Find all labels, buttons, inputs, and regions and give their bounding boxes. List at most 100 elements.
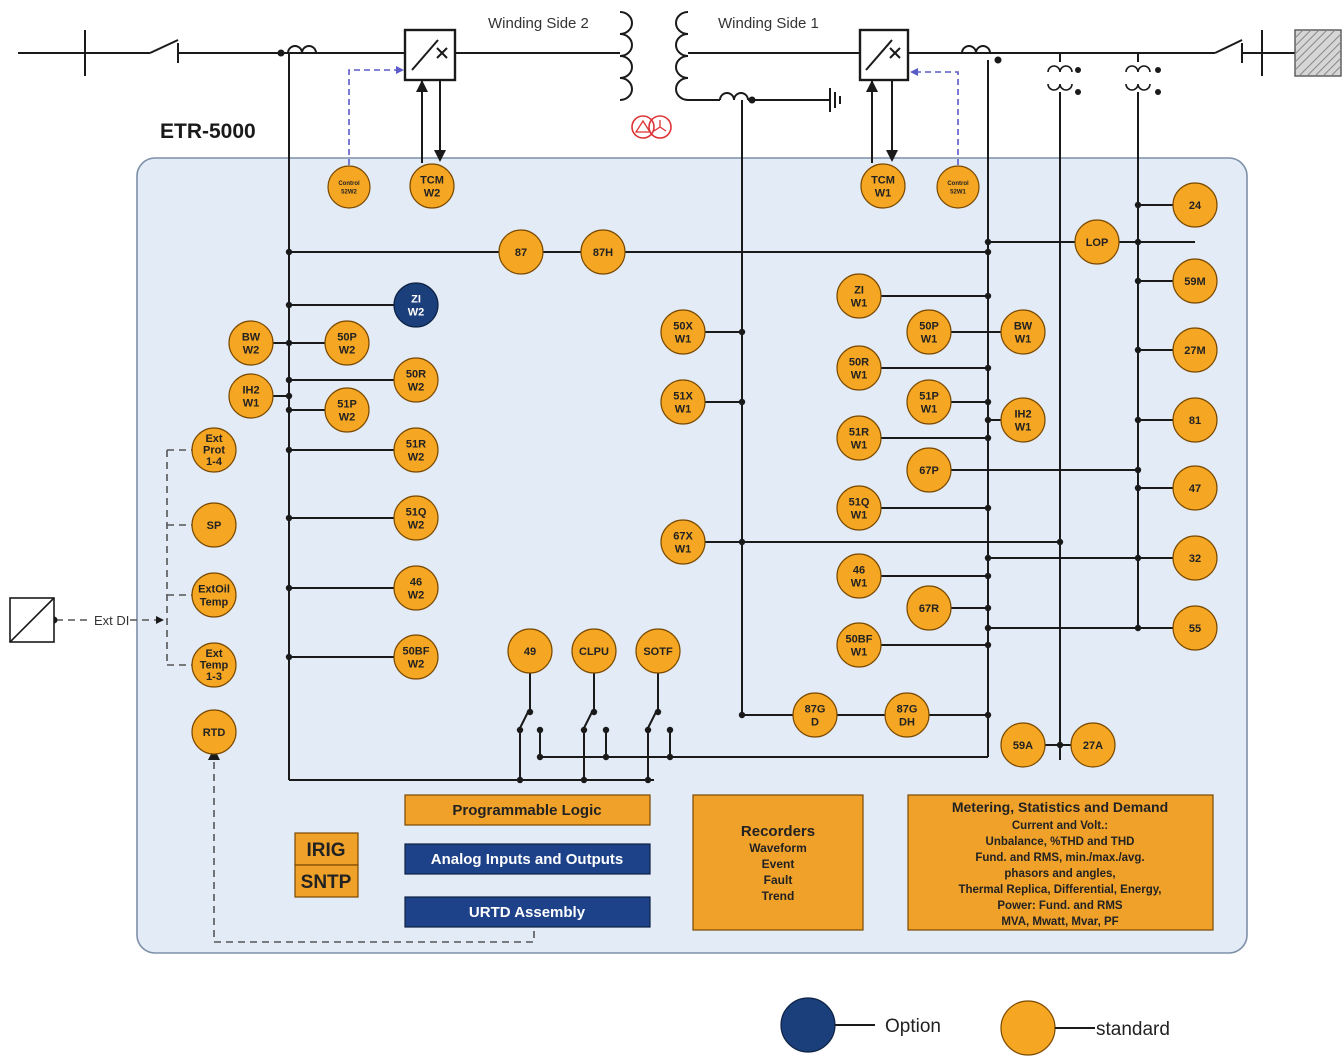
- junction-dot: [1056, 538, 1064, 546]
- relay-label: LOP: [1086, 237, 1109, 249]
- metering-line: Unbalance, %THD and THD: [986, 836, 1135, 848]
- relay-label: 1-4: [206, 456, 223, 468]
- junction-dot: [984, 248, 992, 256]
- relay-sotf: SOTF: [635, 628, 681, 674]
- relay-circle: [409, 163, 455, 209]
- relay-label: 67R: [919, 603, 939, 615]
- relay-circle: [324, 320, 370, 366]
- legend: Option standard: [780, 997, 1170, 1056]
- relay-label: W1: [851, 439, 868, 451]
- relay-label: Temp: [200, 659, 229, 671]
- winding-side-2-label: Winding Side 2: [488, 15, 589, 32]
- relay-label: 50R: [849, 356, 869, 368]
- relay-label: W1: [875, 187, 892, 199]
- relay-label: ZI: [854, 284, 864, 296]
- relay-label: W1: [675, 403, 692, 415]
- junction-dot: [1134, 238, 1142, 246]
- relay-circle: [498, 229, 544, 275]
- relay-circle: [906, 447, 952, 493]
- relay-circle: [1172, 182, 1218, 228]
- recorders-item: Waveform: [749, 841, 807, 855]
- relay-circle: [191, 502, 237, 548]
- relay-label: W2: [243, 344, 260, 356]
- relay-label: 1-3: [206, 671, 222, 683]
- breaker-w2: [403, 28, 457, 82]
- relay-circle: [393, 282, 439, 328]
- relay-circle: [393, 357, 439, 403]
- junction-dot: [984, 238, 992, 246]
- relay-label: W1: [921, 333, 938, 345]
- junction-dot: [1134, 484, 1142, 492]
- junction-dot: [285, 406, 293, 414]
- relay-r49: 49: [507, 628, 553, 674]
- relay-label: W2: [339, 344, 356, 356]
- junction-dot: [285, 248, 293, 256]
- metering-line: phasors and angles,: [1004, 868, 1115, 880]
- junction-dot: [285, 376, 293, 384]
- metering-line: Thermal Replica, Differential, Energy,: [958, 884, 1161, 896]
- device-title: ETR-5000: [160, 120, 256, 143]
- relay-label: DH: [899, 716, 915, 728]
- junction-dot: [1134, 466, 1142, 474]
- relay-label: 46: [410, 576, 422, 588]
- relay-circle: [327, 165, 371, 209]
- relay-label: SOTF: [643, 646, 673, 658]
- relay-label: 87H: [593, 247, 613, 259]
- relay-r81: 81: [1172, 397, 1218, 443]
- relay-circle: [393, 634, 439, 680]
- relay-label: W2: [408, 589, 425, 601]
- relay-circle: [884, 692, 930, 738]
- relay-label: 24: [1189, 200, 1202, 212]
- relay-label: IH2: [1014, 408, 1031, 420]
- junction-dot: [984, 504, 992, 512]
- junction-dot: [285, 653, 293, 661]
- relay-circle: [906, 309, 952, 355]
- breaker-w1: [858, 28, 910, 82]
- junction-dot: [984, 416, 992, 424]
- relay-label: 51Q: [849, 496, 870, 508]
- urtd-label: URTD Assembly: [469, 904, 586, 921]
- relay-circle: [860, 163, 906, 209]
- relay-circle: [324, 387, 370, 433]
- relay-label: ZI: [411, 293, 421, 305]
- relay-r55: 55: [1172, 605, 1218, 651]
- relay-label: 50X: [673, 320, 693, 332]
- junction-dot: [644, 776, 652, 784]
- relay-circle: [660, 309, 706, 355]
- relay-circle: [836, 415, 882, 461]
- relay-label: D: [811, 716, 819, 728]
- junction-dot: [602, 753, 610, 761]
- relay-label: Ext: [205, 433, 222, 445]
- relay-circle: [393, 565, 439, 611]
- relay-circle: [507, 628, 553, 674]
- relay-label: 50R: [406, 368, 426, 380]
- junction-dot: [285, 584, 293, 592]
- junction-dot: [666, 753, 674, 761]
- relay-circle: [906, 379, 952, 425]
- relay-circle: [1000, 722, 1046, 768]
- relay-r32: 32: [1172, 535, 1218, 581]
- recorders-item: Trend: [762, 889, 795, 903]
- relay-67r: 67R: [906, 585, 952, 631]
- relay-27m: 27M: [1172, 327, 1218, 373]
- relay-circle: [660, 379, 706, 425]
- junction-dot: [516, 726, 524, 734]
- irig-label: IRIG: [306, 840, 345, 861]
- legend-option-label: Option: [885, 1016, 941, 1037]
- relay-label: 55: [1189, 623, 1201, 635]
- relay-label: 59M: [1184, 276, 1205, 288]
- junction-dot: [1134, 416, 1142, 424]
- relay-r87h: 87H: [580, 229, 626, 275]
